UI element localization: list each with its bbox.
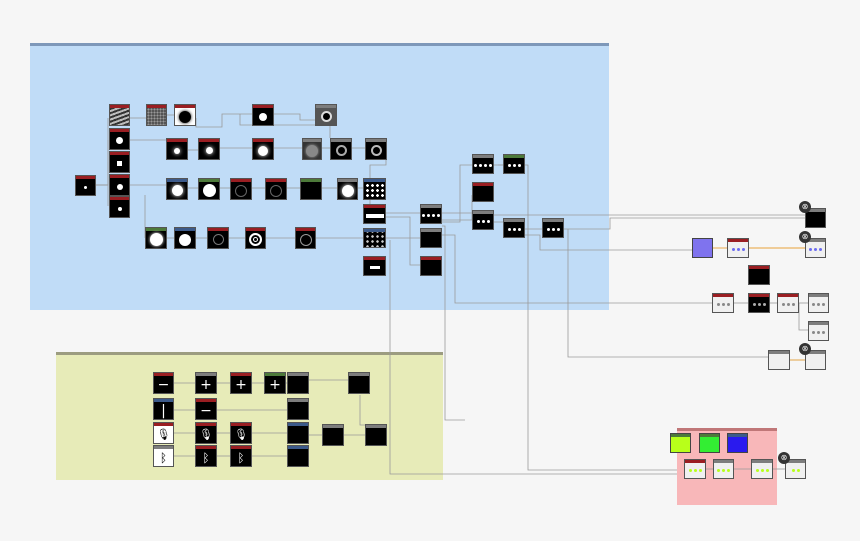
image-node-glow-large[interactable] (252, 138, 274, 160)
image-node-ring-dark[interactable] (174, 104, 196, 126)
output-node-1[interactable] (805, 208, 826, 228)
minus-icon: − (157, 376, 170, 393)
image-node-dots-line-6[interactable] (542, 218, 564, 238)
image-node-square[interactable] (109, 151, 130, 173)
output-node-5[interactable] (805, 350, 826, 370)
image-node-disc-glow[interactable] (166, 178, 188, 200)
image-node-dots-blue[interactable] (727, 238, 749, 258)
icon-node-bar[interactable]: | (153, 398, 174, 420)
image-node-dots-row[interactable] (363, 228, 386, 248)
image-node-disc-left[interactable] (145, 227, 167, 249)
image-node-dots-dark[interactable] (748, 293, 770, 313)
preview-badge-icon[interactable]: ⊗ (778, 452, 790, 464)
image-node-glow-dot[interactable] (252, 104, 274, 126)
icon-node-bluetooth[interactable]: ᛒ (153, 445, 174, 467)
image-node-glow-center[interactable] (166, 138, 188, 160)
icon-node-plus-3[interactable]: + (264, 372, 286, 394)
icon-node-bluetooth-2[interactable]: ᛒ (195, 445, 217, 467)
icon-node-bluetooth-3[interactable]: ᛒ (230, 445, 252, 467)
image-node-dots-line-2[interactable] (472, 154, 494, 174)
swatch-node-green[interactable] (699, 433, 720, 453)
image-node-dot-3[interactable] (109, 196, 130, 218)
output-node-4[interactable] (808, 321, 829, 341)
icon-node-blank-3[interactable] (287, 398, 309, 420)
image-node-noise[interactable] (146, 104, 167, 126)
icon-node-blank-4[interactable] (287, 422, 309, 444)
wire (798, 303, 808, 331)
image-node-dots-line-4[interactable] (503, 154, 525, 174)
image-node-dot[interactable] (109, 128, 130, 150)
image-node-ring-blur[interactable] (330, 138, 352, 160)
plus-icon: + (200, 376, 212, 393)
image-node-blank-3[interactable] (420, 256, 442, 276)
icon-node-minus[interactable]: − (153, 372, 174, 394)
swatch-node-blue[interactable] (727, 433, 748, 453)
image-node-dot-2[interactable] (109, 174, 130, 196)
minus-icon: − (200, 402, 212, 419)
output-node-6[interactable] (785, 459, 806, 479)
image-node-blank[interactable] (300, 178, 322, 200)
image-node-dots-lime-3[interactable] (751, 459, 773, 479)
image-node-dots-line[interactable] (420, 204, 442, 224)
preview-badge-icon[interactable]: ⊗ (799, 231, 811, 243)
image-node-dots-light-2[interactable] (777, 293, 799, 313)
bar-icon: | (161, 402, 166, 419)
icon-node-mic[interactable]: 🎙 (153, 422, 174, 444)
image-node-bar-white[interactable] (363, 204, 386, 224)
swatch-node-lime[interactable] (670, 433, 691, 453)
image-node-disc-solid[interactable] (198, 178, 220, 200)
icon-node-blank-6[interactable] (365, 424, 387, 446)
image-node-dots-line-5[interactable] (503, 218, 525, 238)
icon-node-blank-5[interactable] (322, 424, 344, 446)
preview-badge-icon[interactable]: ⊗ (799, 201, 811, 213)
image-node-blur-gray[interactable] (302, 138, 322, 160)
image-node-rings-concentric[interactable] (245, 227, 266, 249)
icon-node-blank-7[interactable] (287, 445, 309, 467)
image-node-dot-grid[interactable] (363, 178, 386, 200)
image-node-glow-soft[interactable] (198, 138, 220, 160)
image-node-blank-2[interactable] (420, 228, 442, 248)
image-node-ring-outline[interactable] (295, 227, 316, 249)
image-node-glow-bright[interactable] (337, 178, 358, 200)
group-icons-header[interactable] (56, 352, 443, 355)
image-node-ring-dim[interactable] (207, 227, 229, 249)
image-node-ring-thin[interactable] (365, 138, 387, 160)
microphone-icon: 🎙 (199, 428, 213, 441)
bluetooth-icon: ᛒ (202, 450, 210, 465)
icon-node-mic-2[interactable]: 🎙 (195, 422, 217, 444)
image-node-ring-faint-2[interactable] (265, 178, 287, 200)
microphone-icon: 🎙 (156, 428, 171, 441)
image-node-stripes[interactable] (109, 104, 130, 126)
preview-badge-icon[interactable]: ⊗ (799, 343, 811, 355)
icon-node-plus-2[interactable]: + (230, 372, 252, 394)
image-node-dots-lime-2[interactable] (713, 459, 734, 479)
output-node-2[interactable] (805, 238, 826, 258)
icon-node-minus-2[interactable]: − (195, 398, 217, 420)
bluetooth-icon: ᛒ (159, 450, 168, 465)
microphone-icon: 🎙 (234, 428, 248, 441)
icon-node-mic-3[interactable]: 🎙 (230, 422, 252, 444)
swatch-node-periwinkle[interactable] (692, 238, 713, 258)
image-node-dots-light[interactable] (712, 293, 734, 313)
group-output-header[interactable] (677, 428, 777, 431)
image-node-light-blank[interactable] (768, 350, 790, 370)
image-node-dot-small[interactable] (75, 175, 96, 196)
image-node-ring-faint[interactable] (230, 178, 252, 200)
output-node-3[interactable] (808, 293, 829, 313)
image-node-blank-5[interactable] (748, 265, 770, 285)
bluetooth-icon: ᛒ (237, 450, 245, 465)
plus-icon: + (269, 376, 281, 393)
icon-node-plus[interactable]: + (195, 372, 217, 394)
image-node-dots-lime[interactable] (684, 459, 706, 479)
image-node-dots-line-3[interactable] (472, 210, 494, 230)
image-node-bar-small[interactable] (363, 256, 386, 276)
plus-icon: + (235, 376, 247, 393)
group-images-header[interactable] (30, 43, 609, 46)
image-node-ring-gray[interactable] (315, 104, 337, 126)
icon-node-blank[interactable] (287, 372, 309, 394)
icon-node-blank-2[interactable] (348, 372, 370, 394)
image-node-disc-mid[interactable] (174, 227, 196, 249)
image-node-blank-4[interactable] (472, 182, 494, 202)
